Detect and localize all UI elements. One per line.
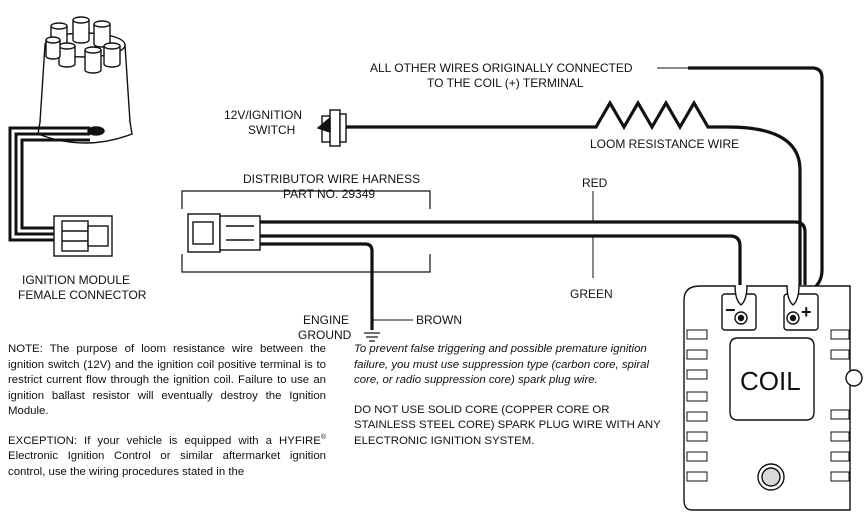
warning-block: To prevent false triggering and possible… [354, 342, 670, 463]
ignition-coil [683, 285, 863, 511]
note-paragraph: NOTE: The purpose of loom resistance wir… [8, 343, 326, 417]
ground-symbol [364, 332, 380, 342]
module-label-2: FEMALE CONNECTOR [18, 288, 147, 302]
green-wire [260, 234, 742, 285]
red-label: RED [582, 176, 608, 190]
other-wires-label-1: ALL OTHER WIRES ORIGINALLY CONNECTED [370, 61, 633, 75]
harness-wires [260, 220, 807, 330]
coil-label: COIL [740, 366, 801, 396]
harness-label-2: PART NO. 29349 [283, 187, 375, 201]
other-wires-lead [688, 66, 824, 294]
switch-label-1: 12V/IGNITION [224, 108, 302, 122]
brown-label: BROWN [416, 313, 462, 327]
harness-label-1: DISTRIBUTOR WIRE HARNESS [243, 172, 420, 186]
ignition-module-connector [53, 215, 113, 257]
green-label: GREEN [570, 287, 613, 301]
coil-minus-label: − [725, 300, 736, 320]
engine-label-2: GROUND [298, 328, 352, 342]
resistance-wire [346, 99, 802, 285]
red-wire [260, 220, 807, 285]
harness-bracket [181, 190, 431, 273]
exception-text-b: Electronic Ignition Control or similar a… [8, 450, 326, 478]
module-label-1: IGNITION MODULE [22, 273, 130, 287]
exception-paragraph: EXCEPTION: If your vehicle is equipped w… [8, 434, 326, 481]
loom-label: LOOM RESISTANCE WIRE [590, 137, 739, 151]
switch-label-2: SWITCH [248, 123, 295, 137]
other-wires-label-2: TO THE COIL (+) TERMINAL [427, 76, 584, 90]
note-block: NOTE: The purpose of loom resistance wir… [8, 342, 326, 494]
coil-pos-lug [786, 284, 800, 306]
ignition-switch [316, 109, 347, 147]
brown-wire [260, 242, 374, 330]
module-wire-bundle [8, 126, 90, 242]
solid-core-warning: DO NOT USE SOLID CORE (COPPER CORE OR ST… [354, 403, 661, 447]
harness-connector [187, 213, 261, 253]
suppression-paragraph: To prevent false triggering and possible… [354, 343, 650, 386]
registered-mark: ® [320, 433, 326, 441]
exception-text-a: EXCEPTION: If your vehicle is equipped w… [8, 434, 321, 447]
distributor-cap [37, 16, 133, 144]
coil-plus-label: + [801, 302, 812, 322]
engine-label-1: ENGINE [303, 313, 349, 327]
coil-neg-lug [734, 284, 748, 306]
